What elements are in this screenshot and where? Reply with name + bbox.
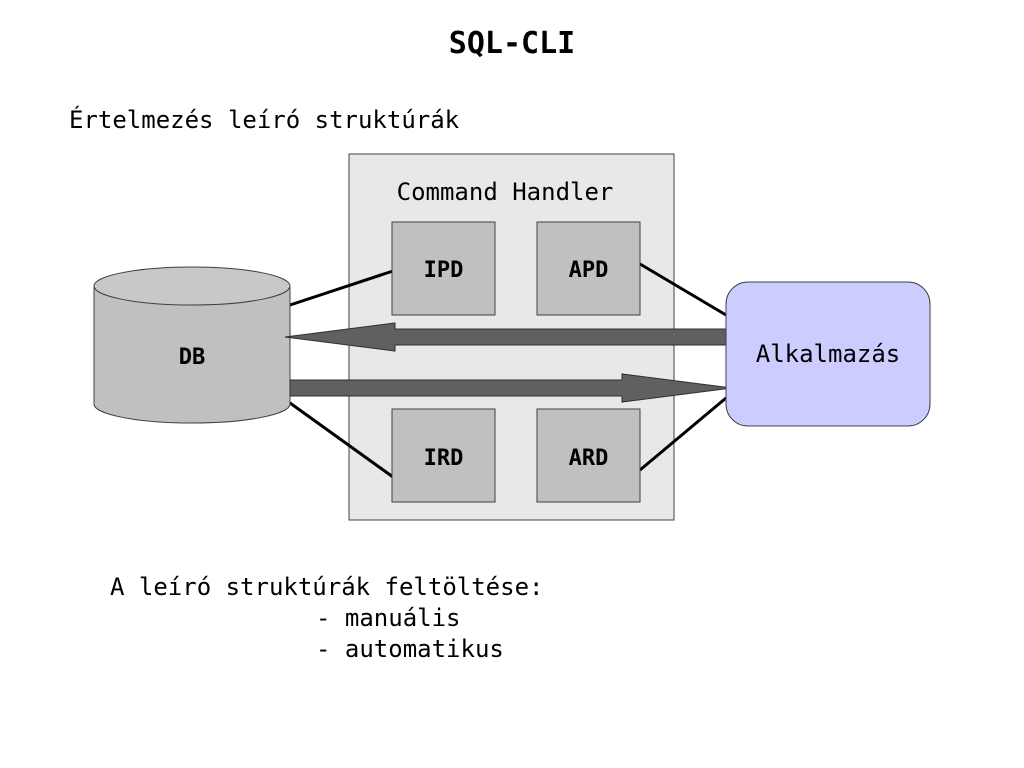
descriptor-ird: IRD [391, 408, 496, 503]
notes-block: A leíró struktúrák feltöltése: - manuáli… [110, 572, 543, 665]
descriptor-ipd: IPD [391, 221, 496, 316]
descriptor-apd-label: APD [569, 258, 609, 283]
notes-heading: A leíró struktúrák feltöltése: [110, 573, 544, 601]
application-rect [725, 281, 931, 427]
application-box: Alkalmazás [725, 281, 931, 427]
database-cylinder: DB [93, 266, 291, 424]
connector-apd-app [639, 262, 727, 317]
descriptor-ipd-label: IPD [424, 258, 464, 283]
descriptor-ard-box [536, 408, 641, 503]
descriptor-apd-box [536, 221, 641, 316]
connector-db-ipd [289, 269, 394, 307]
descriptor-ipd-box [391, 221, 496, 316]
connector-ard-app [639, 396, 727, 472]
database-body [93, 286, 291, 424]
connector-lines [289, 262, 727, 479]
connector-db-ird [289, 401, 394, 479]
descriptor-ard: ARD [536, 408, 641, 503]
page-title: SQL-CLI [448, 26, 576, 61]
application-label: Alkalmazás [756, 340, 901, 368]
descriptor-ard-label: ARD [569, 446, 609, 471]
database-label: DB [179, 345, 206, 370]
arrow-db-to-app [289, 373, 733, 403]
descriptor-ird-label: IRD [424, 446, 464, 471]
notes-item-automatic: - automatikus [316, 635, 504, 663]
notes-item-manual: - manuális [316, 604, 461, 632]
descriptor-ird-box [391, 408, 496, 503]
section-subtitle: Értelmezés leíró struktúrák [69, 106, 460, 134]
database-top [93, 266, 291, 306]
descriptor-apd: APD [536, 221, 641, 316]
arrow-app-to-db [284, 322, 727, 352]
command-handler-label: Command Handler [397, 178, 614, 206]
